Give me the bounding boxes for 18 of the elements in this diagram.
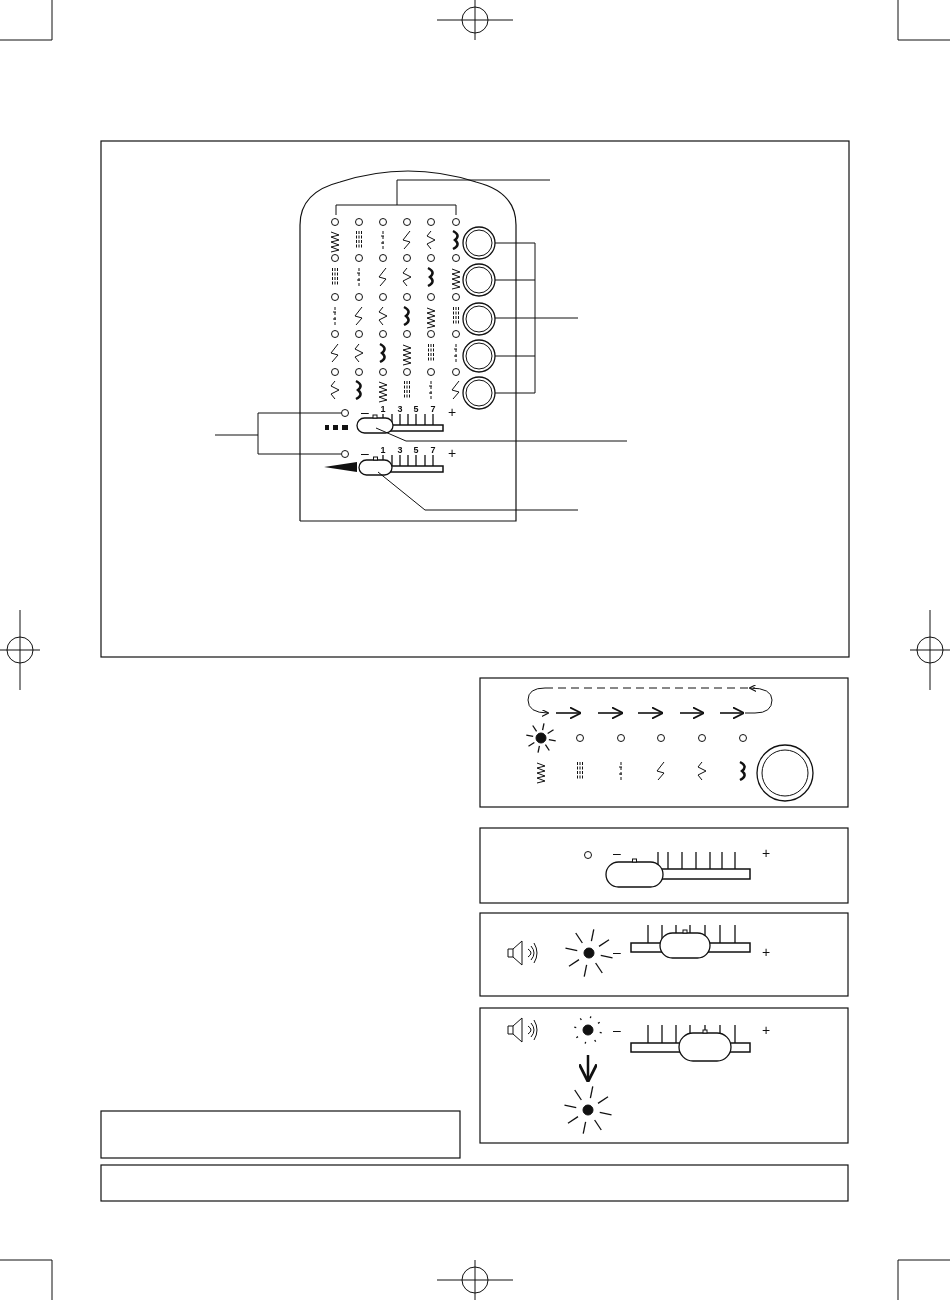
scale-number: 5: [413, 404, 419, 414]
scale-number: 1: [380, 445, 386, 455]
scale-sign: +: [761, 1023, 771, 1037]
scale-number: 7: [430, 404, 436, 414]
scale-sign: –: [613, 846, 621, 860]
scale-sign: +: [761, 846, 771, 860]
scale-number: 7: [430, 445, 436, 455]
scale-number: 5: [413, 445, 419, 455]
scale-sign: +: [447, 405, 457, 419]
scale-sign: –: [613, 1023, 621, 1037]
scale-sign: –: [361, 405, 369, 419]
scale-sign: –: [361, 446, 369, 460]
scale-sign: +: [761, 945, 771, 959]
scale-sign: +: [447, 446, 457, 460]
scale-sign: –: [613, 945, 621, 959]
scale-number: 3: [397, 445, 403, 455]
scale-number: 1: [380, 404, 386, 414]
scale-number: 3: [397, 404, 403, 414]
